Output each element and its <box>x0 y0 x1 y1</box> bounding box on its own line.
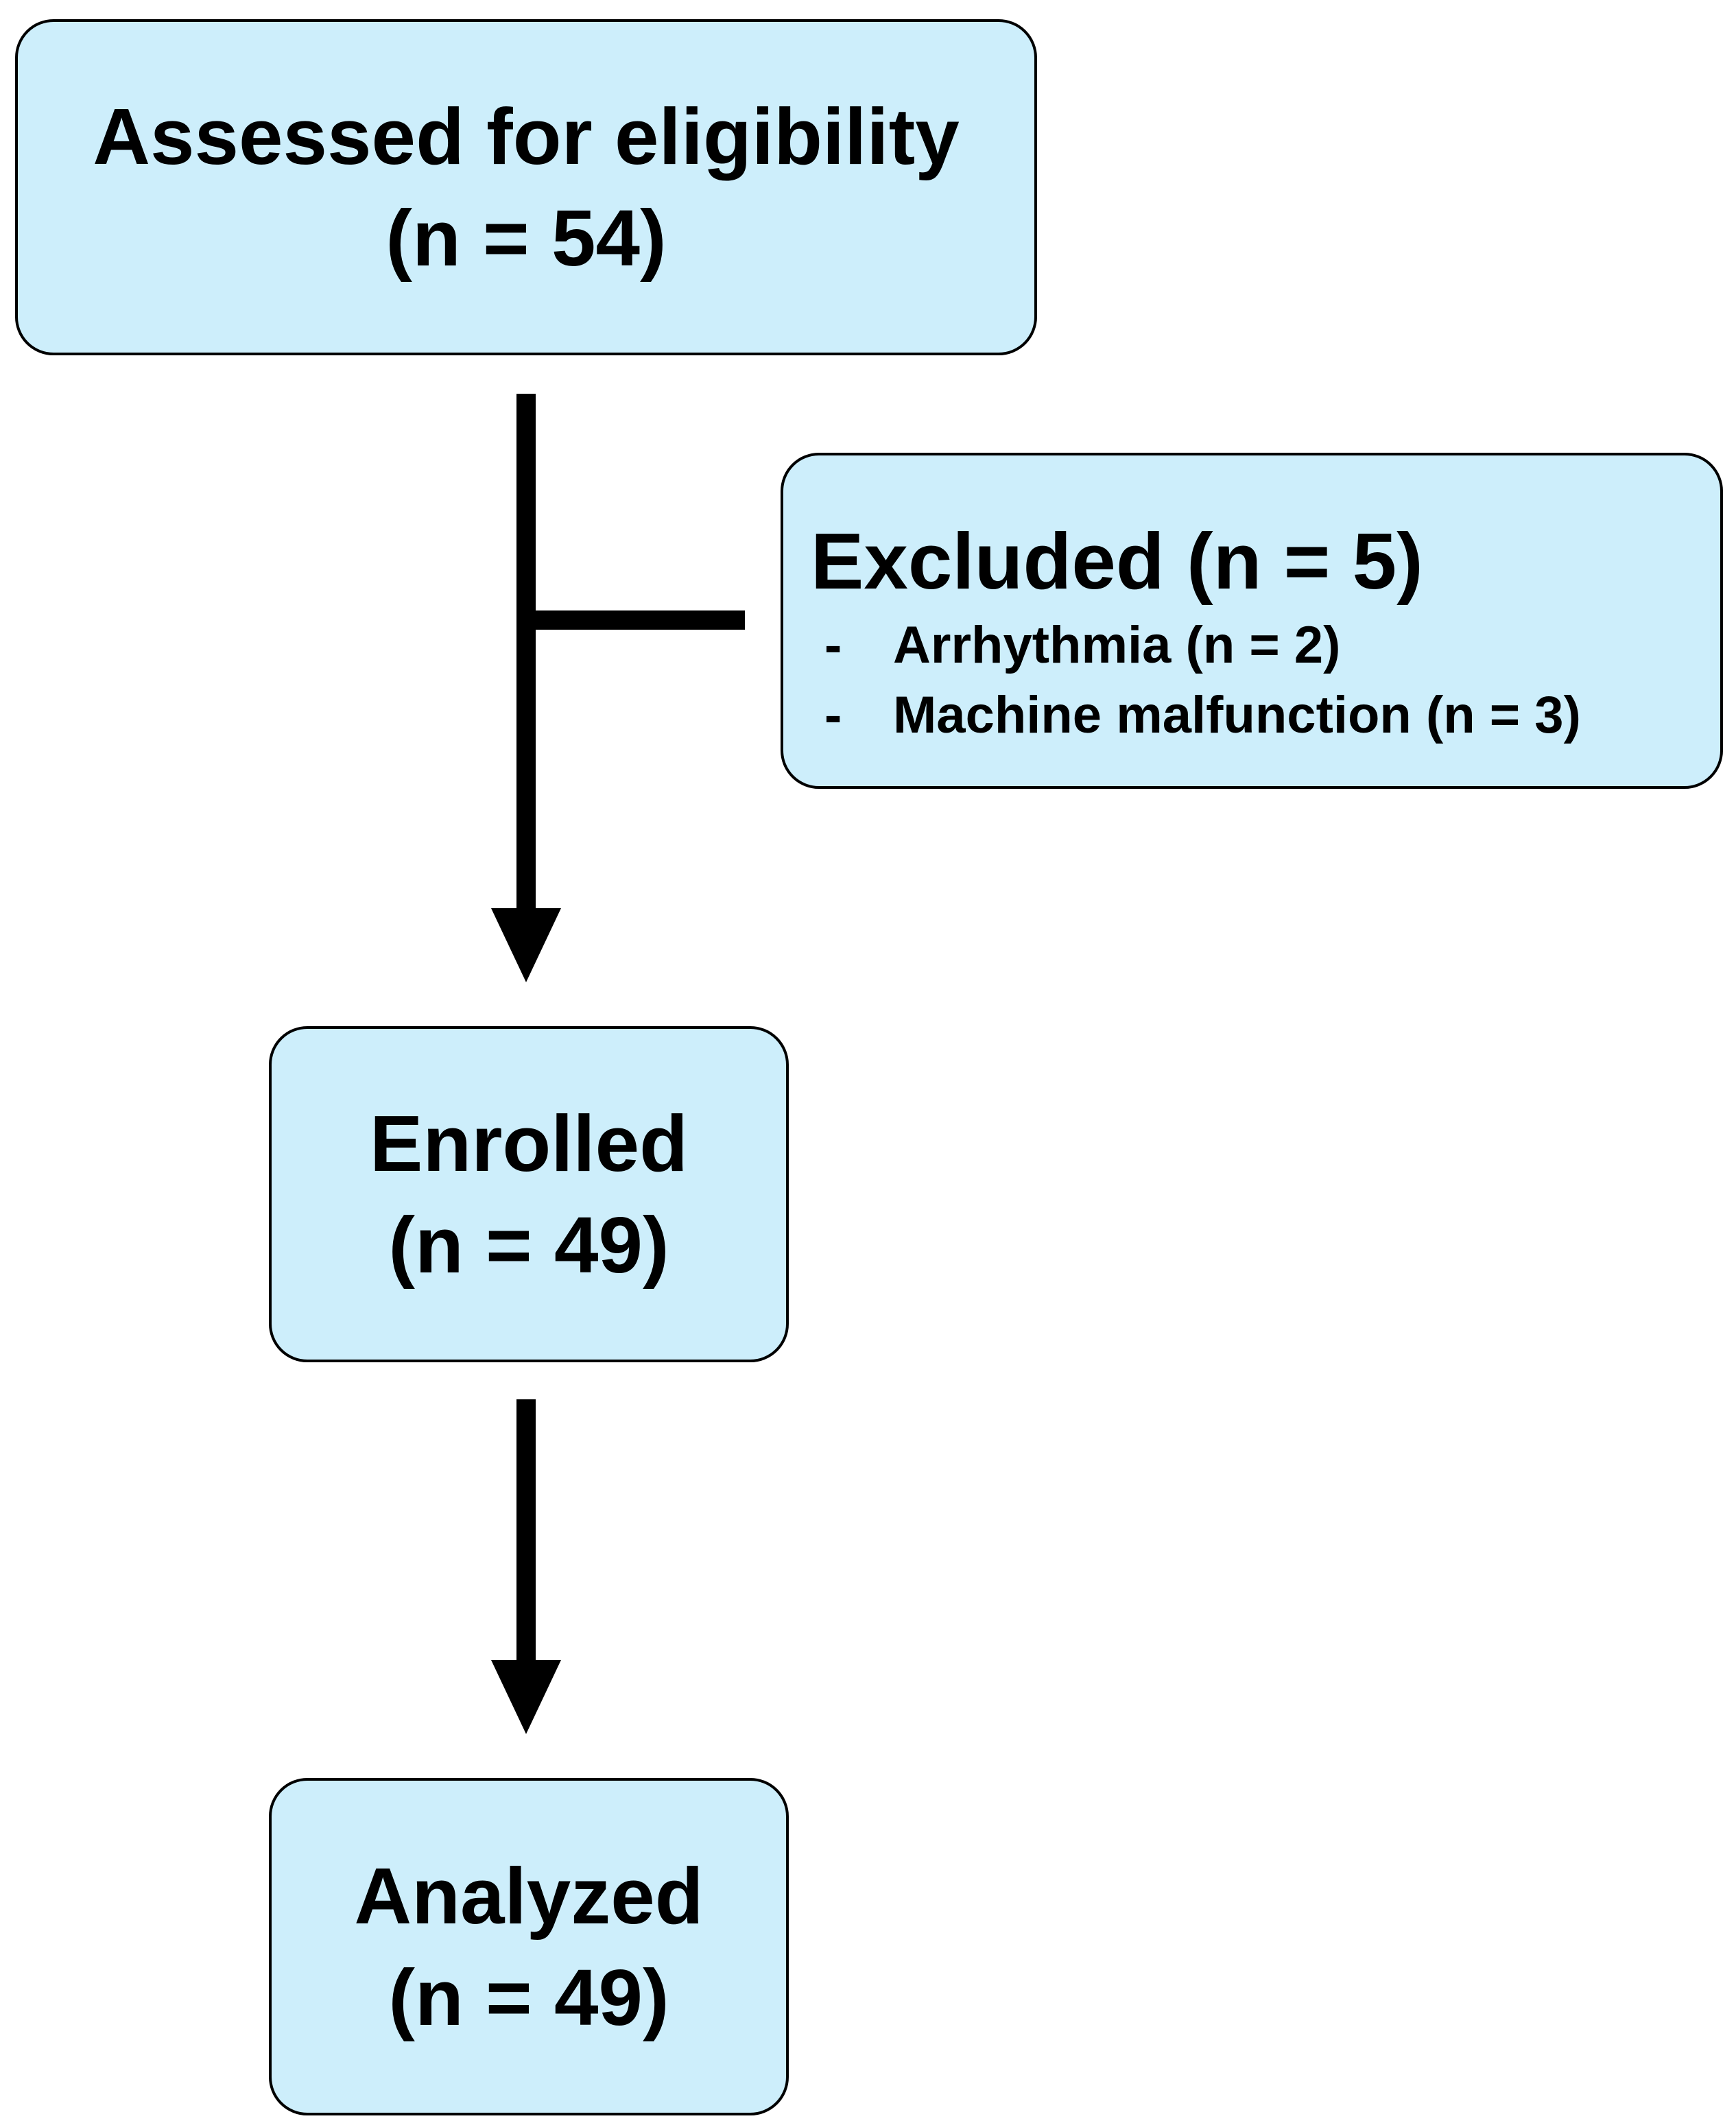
arrowhead-to-analyzed <box>491 1660 561 1734</box>
bullet-dash: - <box>824 616 842 674</box>
arrowhead-to-enrolled <box>491 908 561 982</box>
excluded-label: Excluded (n = 5) <box>811 517 1423 606</box>
bullet-dash: - <box>824 686 842 744</box>
enrolled-count: (n = 49) <box>388 1200 669 1290</box>
analyzed-box: Analyzed (n = 49) <box>269 1778 789 2115</box>
exclusion-reason-text: Machine malfunction (n = 3) <box>893 686 1581 744</box>
excluded-box: Excluded (n = 5) - Arrhythmia (n = 2) - … <box>781 453 1723 789</box>
assessed-box: Assessed for eligibility (n = 54) <box>15 19 1037 355</box>
enrolled-box: Enrolled (n = 49) <box>269 1026 789 1362</box>
exclusion-reasons-list: - Arrhythmia (n = 2) - Machine malfuncti… <box>824 610 1581 750</box>
analyzed-count: (n = 49) <box>388 1953 669 2042</box>
analyzed-label: Analyzed <box>354 1851 704 1941</box>
exclusion-reason: - Machine malfunction (n = 3) <box>824 680 1581 750</box>
assessed-label: Assessed for eligibility <box>93 92 960 181</box>
exclusion-reason-text: Arrhythmia (n = 2) <box>893 616 1341 674</box>
assessed-count: (n = 54) <box>385 193 667 283</box>
exclusion-reason: - Arrhythmia (n = 2) <box>824 610 1581 680</box>
enrolled-label: Enrolled <box>369 1099 689 1188</box>
